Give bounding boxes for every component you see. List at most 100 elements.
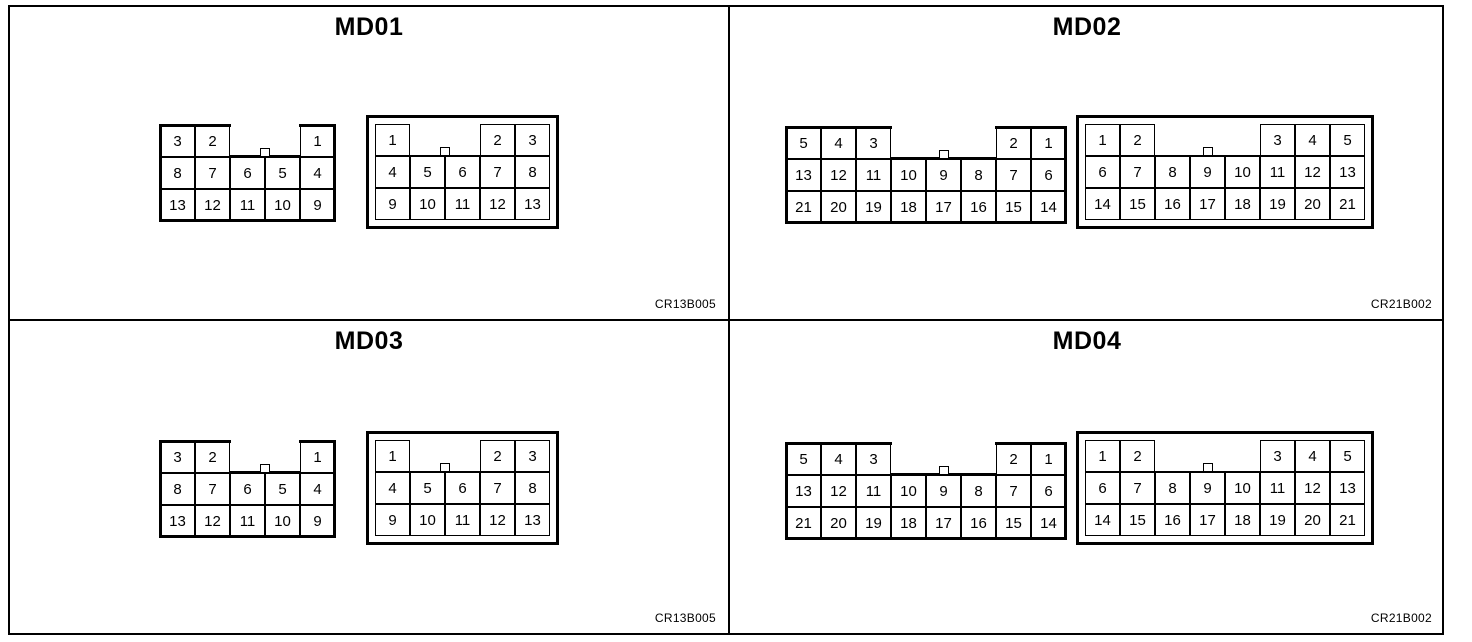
pin-cell: 2: [480, 440, 515, 472]
pin-cell: 7: [996, 475, 1031, 507]
outline-top: [820, 126, 857, 129]
pin-cell: 15: [1120, 188, 1155, 220]
outline-top: [855, 126, 892, 129]
outline-bottom: [785, 537, 1067, 540]
pin-cell: 16: [1155, 188, 1190, 220]
connector-housing: [366, 431, 559, 545]
latch-key: [1202, 463, 1213, 472]
outline-top: [995, 126, 1032, 129]
pin-cell: 13: [786, 159, 821, 191]
pin-cell: 18: [1225, 504, 1260, 536]
outline-right: [1064, 442, 1067, 540]
pin-cell: 15: [1120, 504, 1155, 536]
pin-cell: 2: [1120, 124, 1155, 156]
pin-cell: 3: [515, 124, 550, 156]
pin-cell: 9: [926, 475, 961, 507]
pin-cell: 9: [300, 189, 335, 221]
latch-key: [260, 148, 270, 157]
pin-cell: 3: [856, 443, 891, 475]
outline-top: [855, 442, 892, 445]
pin-cell: 11: [856, 475, 891, 507]
pin-cell: 15: [996, 507, 1031, 539]
pin-cell: 8: [160, 473, 195, 505]
outline-top: [159, 440, 196, 443]
pin-cell: 19: [1260, 188, 1295, 220]
pin-cell: 4: [375, 472, 410, 504]
pin-cell: 9: [375, 504, 410, 536]
pin-cell: 1: [1031, 127, 1066, 159]
pin-cell: 13: [160, 189, 195, 221]
pin-cell: 13: [515, 188, 550, 220]
pin-cell: 1: [375, 124, 410, 156]
pin-cell: 2: [1120, 440, 1155, 472]
diagram-code: CR13B005: [654, 611, 716, 625]
pin-cell: 12: [1295, 472, 1330, 504]
pin-cell: 8: [961, 159, 996, 191]
pin-cell: 21: [1330, 188, 1365, 220]
pin-cell: 9: [1190, 156, 1225, 188]
pin-cell: 2: [195, 441, 230, 473]
pin-cell: 12: [1295, 156, 1330, 188]
panel-divider-horizontal: [10, 319, 1442, 321]
outline-top: [1030, 126, 1067, 129]
pin-cell: 3: [856, 127, 891, 159]
outline-right: [333, 440, 336, 538]
outline-left: [785, 126, 788, 224]
pin-cell: 6: [445, 472, 480, 504]
pin-cell: 11: [230, 189, 265, 221]
panel-title: MD03: [334, 327, 404, 355]
panel-title: MD02: [1052, 13, 1122, 41]
pin-cell: 1: [300, 125, 335, 157]
pin-cell: 6: [1031, 159, 1066, 191]
pin-cell: 18: [1225, 188, 1260, 220]
outline-top: [995, 442, 1032, 445]
pin-cell: 6: [230, 157, 265, 189]
pin-cell: 4: [300, 473, 335, 505]
connector-housing: [1076, 115, 1374, 229]
latch-key: [938, 150, 949, 159]
pin-cell: 4: [375, 156, 410, 188]
pin-cell: 6: [230, 473, 265, 505]
latch-key: [440, 147, 450, 156]
pin-cell: 1: [1085, 440, 1120, 472]
pin-cell: 7: [1120, 472, 1155, 504]
pin-cell: 7: [195, 157, 230, 189]
connector-housing: [366, 115, 559, 229]
diagram-code: CR13B005: [654, 297, 716, 311]
pin-cell: 8: [1155, 156, 1190, 188]
pin-cell: 13: [515, 504, 550, 536]
pin-cell: 11: [856, 159, 891, 191]
pin-cell: 4: [821, 443, 856, 475]
pin-cell: 11: [1260, 156, 1295, 188]
pin-cell: 21: [1330, 504, 1365, 536]
pin-cell: 12: [480, 504, 515, 536]
pin-cell: 21: [786, 507, 821, 539]
latch-key: [440, 463, 450, 472]
outline-top: [785, 126, 822, 129]
pin-cell: 17: [1190, 188, 1225, 220]
pin-cell: 20: [1295, 188, 1330, 220]
outline-top: [299, 440, 336, 443]
diagram-code: CR21B002: [1370, 297, 1432, 311]
pin-cell: 6: [445, 156, 480, 188]
pin-cell: 9: [926, 159, 961, 191]
pin-cell: 14: [1031, 191, 1066, 223]
pin-cell: 7: [195, 473, 230, 505]
pin-cell: 21: [786, 191, 821, 223]
pin-cell: 5: [786, 127, 821, 159]
pin-cell: 13: [1330, 472, 1365, 504]
pin-cell: 8: [961, 475, 996, 507]
pin-cell: 11: [445, 188, 480, 220]
pin-cell: 10: [1225, 472, 1260, 504]
pin-cell: 4: [821, 127, 856, 159]
pin-cell: 7: [480, 156, 515, 188]
pin-cell: 14: [1031, 507, 1066, 539]
pin-cell: 7: [480, 472, 515, 504]
pin-cell: 11: [1260, 472, 1295, 504]
pin-cell: 2: [996, 127, 1031, 159]
pin-cell: 2: [480, 124, 515, 156]
pin-cell: 15: [996, 191, 1031, 223]
pin-cell: 1: [300, 441, 335, 473]
